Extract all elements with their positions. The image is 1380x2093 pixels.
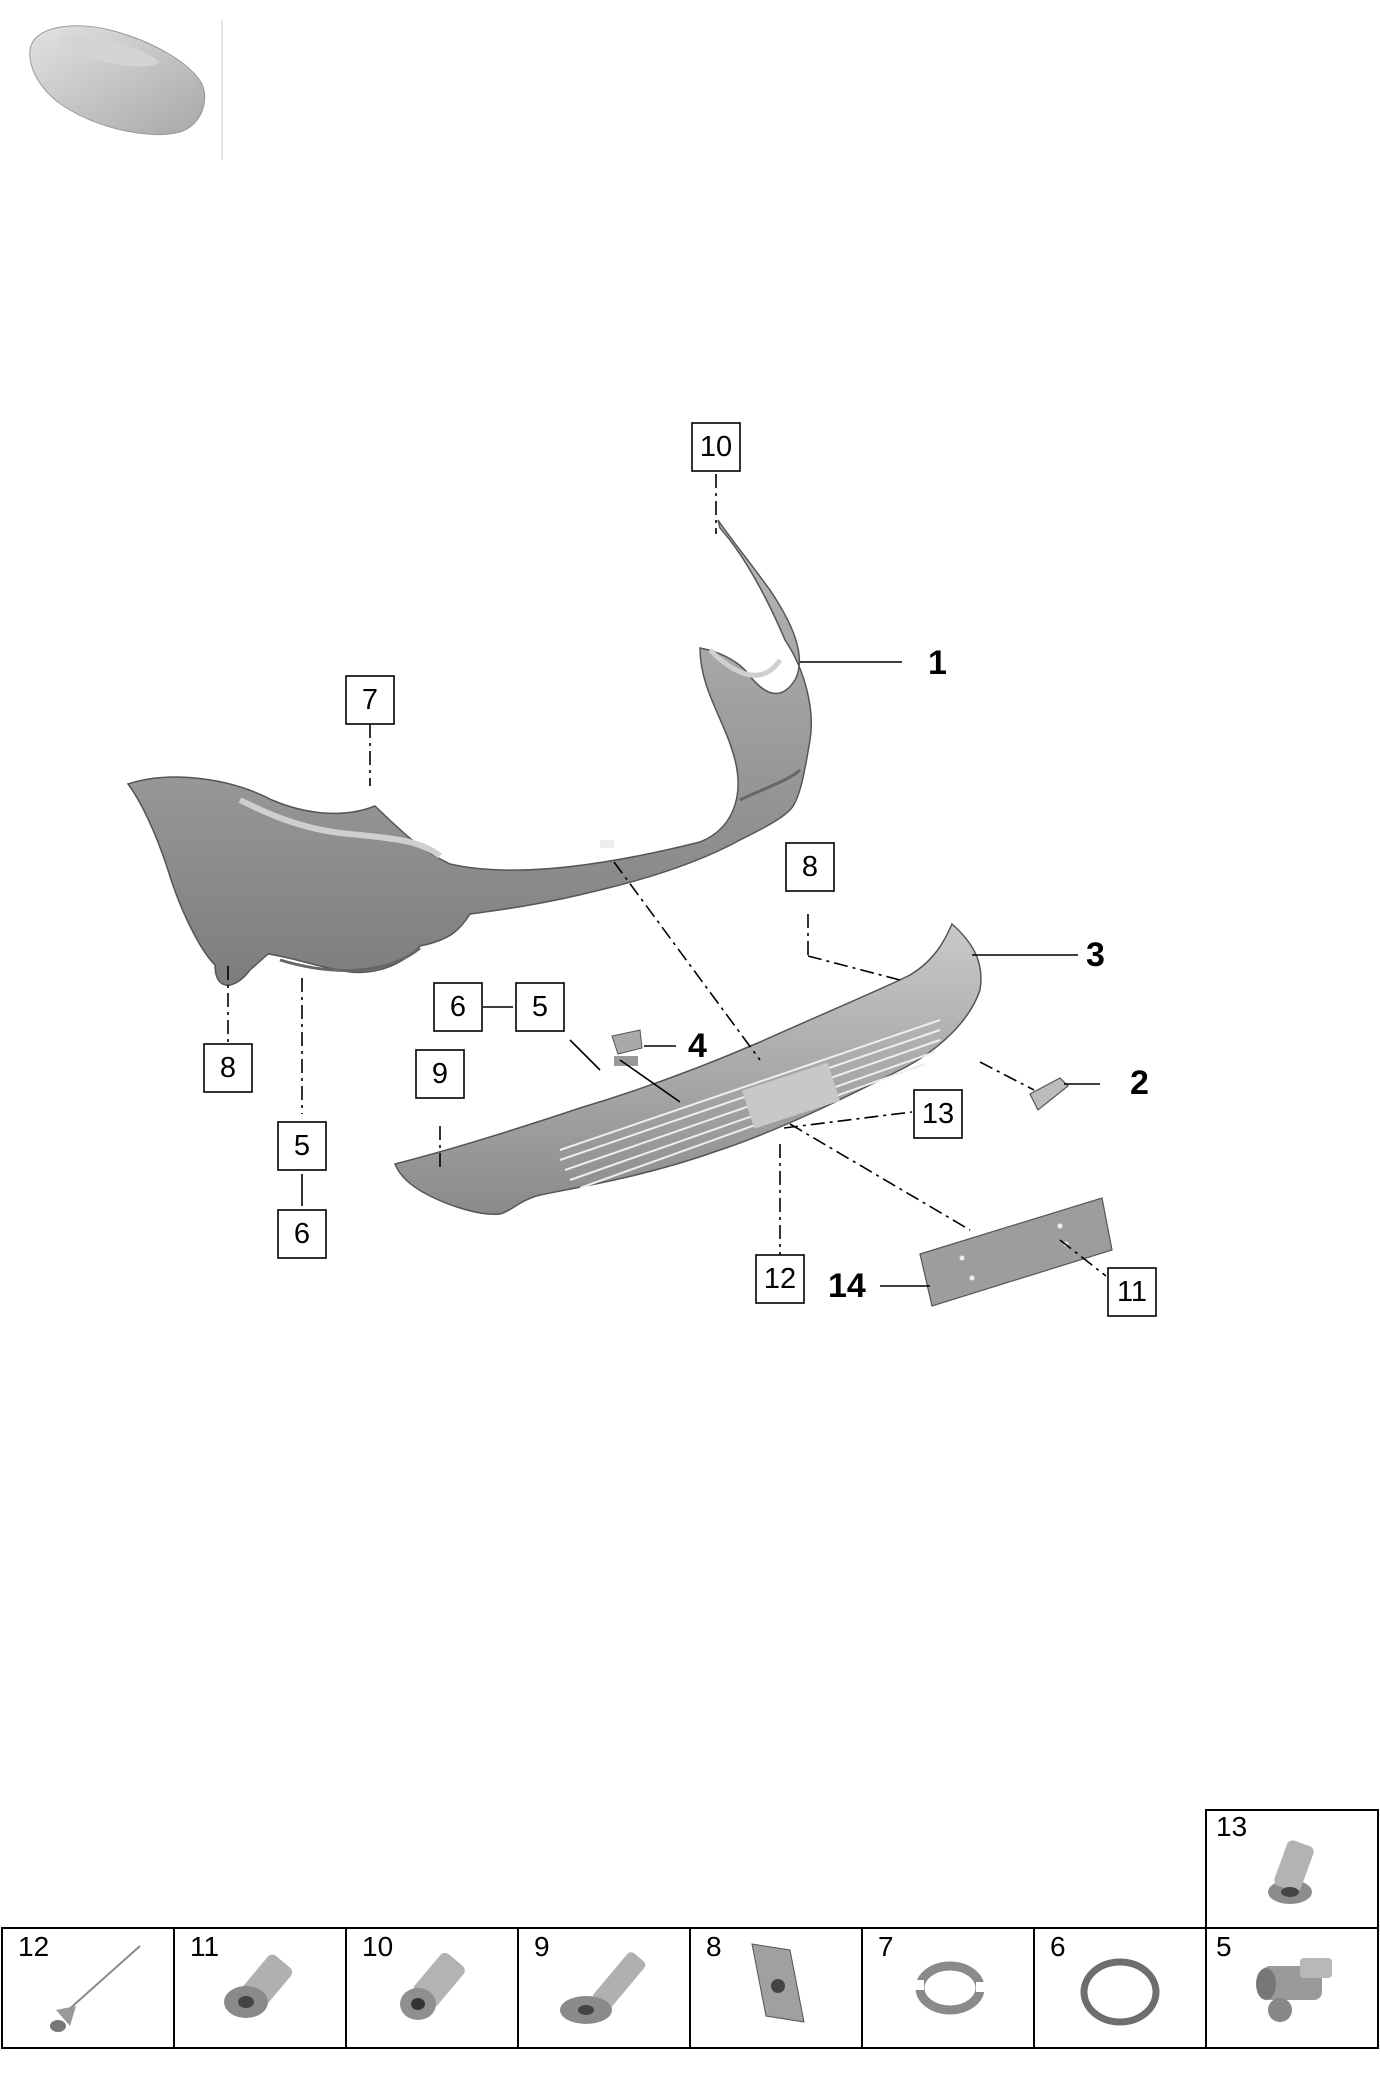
- retaining-ring-icon: [912, 1961, 988, 2015]
- clip-nut-icon: [751, 1943, 805, 2023]
- callout-7: 7: [345, 675, 395, 725]
- svg-text:9: 9: [432, 1058, 448, 1090]
- callout-6-mid: 6: [433, 982, 483, 1032]
- svg-text:7: 7: [362, 684, 378, 716]
- part-label-1: 1: [928, 644, 947, 682]
- callout-9: 9: [415, 1049, 465, 1099]
- rivet-icon: [50, 1945, 141, 2032]
- part-label-3: 3: [1086, 936, 1105, 974]
- callout-13: 13: [913, 1089, 963, 1139]
- table-cell-13: 13: [1216, 1811, 1314, 1904]
- o-ring-icon: [1080, 1958, 1160, 2026]
- table-cell-5: 5: [1216, 1931, 1332, 2022]
- svg-text:5: 5: [294, 1130, 310, 1162]
- part-label-4: 4: [688, 1027, 707, 1065]
- rivet-nut-icon: [1268, 1840, 1314, 1904]
- svg-text:5: 5: [532, 991, 548, 1023]
- callout-12: 12: [755, 1254, 805, 1304]
- svg-text:6: 6: [294, 1218, 310, 1250]
- svg-text:12: 12: [764, 1263, 796, 1295]
- hex-socket-bolt-icon: [400, 1952, 465, 2020]
- table-cell-6: 6: [1050, 1931, 1160, 2026]
- svg-text:7: 7: [878, 1931, 894, 1962]
- svg-text:6: 6: [450, 991, 466, 1023]
- svg-text:13: 13: [922, 1098, 954, 1130]
- lower-diffuser: [393, 922, 982, 1215]
- svg-text:6: 6: [1050, 1931, 1066, 1962]
- parts-table: 13 12 11 10: [1, 1809, 1379, 2049]
- callout-8-left: 8: [203, 1043, 253, 1093]
- callout-6-left: 6: [277, 1209, 327, 1259]
- part-label-2: 2: [1130, 1064, 1149, 1102]
- svg-text:8: 8: [706, 1931, 722, 1962]
- svg-text:8: 8: [802, 851, 818, 883]
- bracket-part: [611, 1029, 643, 1066]
- table-cell-10: 10: [362, 1931, 465, 2020]
- torx-screw-icon: [224, 1954, 293, 2018]
- callout-11: 11: [1107, 1267, 1157, 1317]
- table-cell-7: 7: [878, 1931, 988, 2015]
- svg-text:9: 9: [534, 1931, 550, 1962]
- table-cell-9: 9: [534, 1931, 646, 2024]
- flange-screw-icon: [560, 1952, 646, 2024]
- leader-lines: [227, 474, 1107, 1287]
- callout-5-mid: 5: [515, 982, 565, 1032]
- svg-text:13: 13: [1216, 1811, 1247, 1842]
- svg-text:12: 12: [18, 1931, 49, 1962]
- table-cell-12: 12: [18, 1931, 141, 2032]
- rear-bumper-cover: [126, 519, 813, 986]
- table-cell-11: 11: [190, 1931, 293, 2018]
- svg-text:11: 11: [1117, 1276, 1147, 1308]
- callout-5-left: 5: [277, 1121, 327, 1171]
- svg-text:10: 10: [362, 1931, 393, 1962]
- reflector-part: [1029, 1077, 1069, 1111]
- park-sensor-icon: [1256, 1958, 1332, 2022]
- callout-10-top: 10: [691, 422, 741, 472]
- car-thumbnail-icon: [29, 20, 223, 160]
- callout-8-right: 8: [785, 842, 835, 892]
- license-plate-holder: [919, 1197, 1113, 1307]
- svg-text:11: 11: [190, 1931, 219, 1962]
- table-cell-8: 8: [706, 1931, 805, 2023]
- svg-text:8: 8: [220, 1052, 236, 1084]
- part-label-14: 14: [828, 1267, 866, 1305]
- svg-text:10: 10: [700, 431, 732, 463]
- svg-text:5: 5: [1216, 1931, 1232, 1962]
